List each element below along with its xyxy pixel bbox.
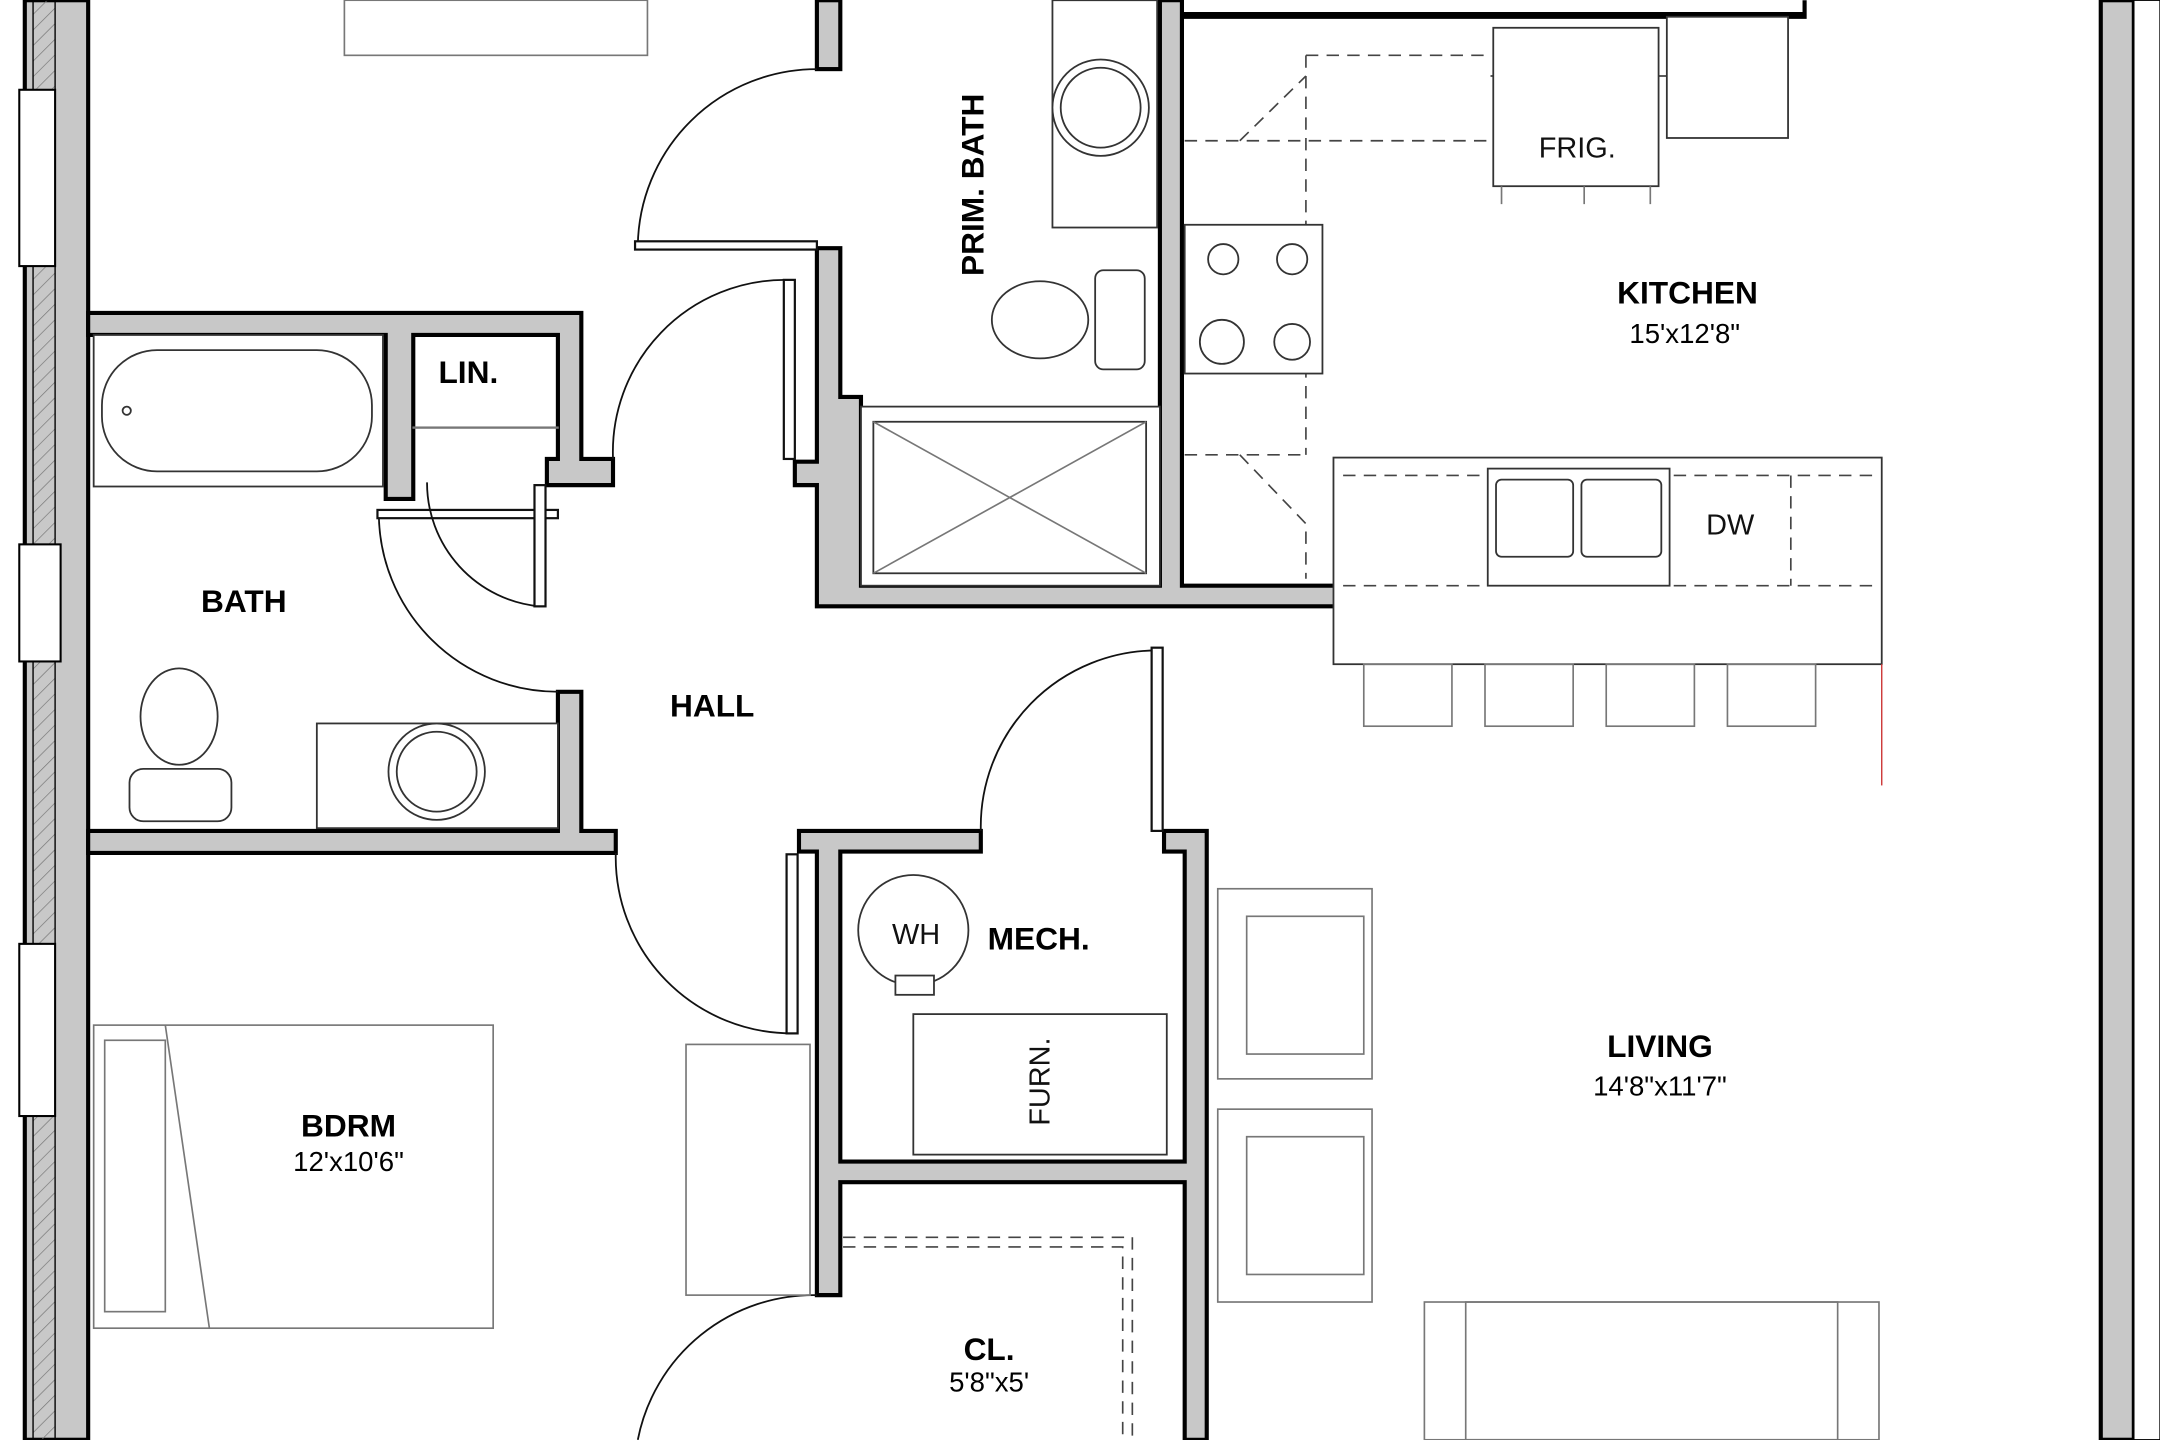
mech-label: MECH. (988, 920, 1090, 956)
closet-label: CL. (964, 1331, 1015, 1367)
living-size: 14'8"x11'7" (1593, 1070, 1727, 1101)
interior-walls (86, 0, 1807, 1440)
living-label: LIVING (1607, 1028, 1713, 1064)
kitchen-counters (1183, 15, 1789, 579)
exterior-wall-right (2098, 0, 2160, 1440)
water-heater-label: WH (892, 919, 940, 951)
kitchen-island (1332, 456, 1883, 786)
window (18, 942, 57, 1118)
dresser (685, 1043, 811, 1296)
closet-size: 5'8"x5' (949, 1367, 1029, 1398)
refrigerator (1492, 26, 1660, 205)
fridge-label: FRIG. (1539, 132, 1616, 164)
bar-stools (1362, 663, 1817, 728)
furnace-label: FURN. (1025, 1037, 1057, 1125)
hall-label: HALL (670, 688, 754, 724)
toilet (128, 667, 233, 823)
furnace (912, 1013, 1168, 1156)
window (18, 543, 62, 663)
prim-vanity-sink (1051, 0, 1159, 229)
kitchen-size: 15'x12'8" (1629, 318, 1740, 349)
water-heater (857, 874, 970, 996)
prim-toilet (990, 269, 1146, 371)
bedroom-label: BDRM (301, 1108, 396, 1144)
furniture (343, 0, 649, 57)
doors (376, 68, 1164, 1440)
bed (92, 1024, 494, 1330)
bath-wall (86, 310, 616, 501)
shower (860, 405, 1161, 587)
dishwasher-label: DW (1706, 510, 1755, 542)
kitchen-label: KITCHEN (1617, 274, 1758, 310)
prim-bath-wall (814, 0, 843, 72)
primary-bath-label: PRIM. BATH (955, 94, 991, 276)
closet-shelf (843, 1236, 1134, 1440)
bedroom-size: 12'x10'6" (293, 1146, 404, 1177)
window (18, 88, 57, 268)
exterior-wall-left (18, 0, 91, 1440)
linen-shelf (412, 426, 559, 429)
vanity-sink (315, 722, 559, 830)
armchairs (1216, 887, 1373, 1303)
sofa (1423, 1301, 1880, 1440)
bathtub (92, 334, 384, 488)
bath-label: BATH (201, 583, 287, 619)
linen-label: LIN. (438, 354, 498, 390)
